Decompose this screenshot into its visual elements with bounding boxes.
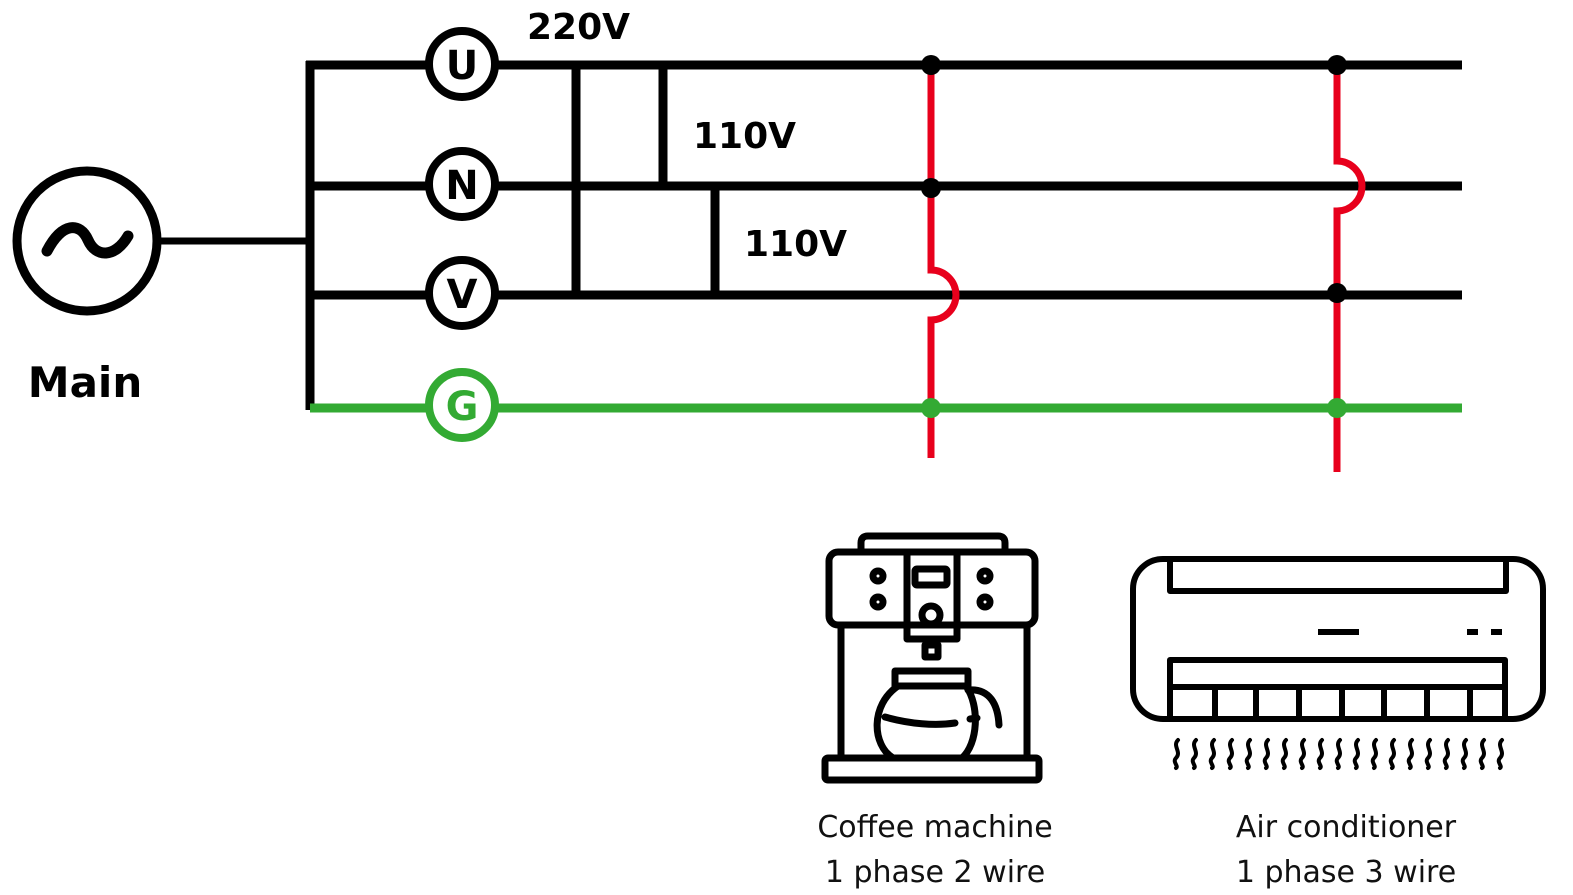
node-g: G bbox=[425, 368, 499, 442]
source-label: Main bbox=[28, 358, 142, 407]
airflow-wave bbox=[1262, 738, 1270, 770]
voltage-label-110v-un: 110V bbox=[693, 116, 796, 157]
airflow-wave bbox=[1406, 738, 1414, 770]
airflow-wave bbox=[1298, 738, 1306, 770]
airflow-wave bbox=[1172, 738, 1180, 770]
airflow-waves-icon bbox=[1172, 738, 1504, 770]
airflow-wave bbox=[1352, 738, 1360, 770]
feeder-air-conditioner bbox=[1327, 55, 1366, 472]
airflow-wave bbox=[1496, 738, 1504, 770]
junction-dot bbox=[1327, 283, 1347, 303]
ac-source: Main bbox=[12, 166, 310, 407]
coffee-machine-spec: 1 phase 2 wire bbox=[825, 855, 1045, 890]
air-conditioner-name: Air conditioner bbox=[1236, 810, 1457, 845]
node-v: V bbox=[425, 256, 499, 330]
airflow-wave bbox=[1208, 738, 1216, 770]
airflow-wave bbox=[1442, 738, 1450, 770]
node-n: N bbox=[425, 147, 499, 221]
node-u: U bbox=[425, 27, 499, 101]
airflow-wave bbox=[1478, 738, 1486, 770]
junction-dot bbox=[1327, 55, 1347, 75]
feeder-coffee-machine bbox=[921, 55, 960, 458]
airflow-wave bbox=[1244, 738, 1252, 770]
airflow-wave bbox=[1424, 738, 1432, 770]
voltage-label-220v: 220V bbox=[527, 7, 630, 48]
junction-dot bbox=[921, 178, 941, 198]
airflow-wave bbox=[1226, 738, 1234, 770]
svg-text:U: U bbox=[446, 43, 478, 89]
airflow-wave bbox=[1388, 738, 1396, 770]
svg-text:N: N bbox=[445, 163, 478, 209]
airflow-wave bbox=[1370, 738, 1378, 770]
voltage-label-110v-nv: 110V bbox=[744, 224, 847, 265]
junction-dot bbox=[921, 55, 941, 75]
coffee-machine-name: Coffee machine bbox=[817, 810, 1052, 845]
svg-text:V: V bbox=[447, 272, 478, 318]
airflow-wave bbox=[1280, 738, 1288, 770]
svg-text:G: G bbox=[446, 384, 479, 430]
junction-dot bbox=[921, 398, 941, 418]
airflow-wave bbox=[1316, 738, 1324, 770]
airflow-wave bbox=[1190, 738, 1198, 770]
air-conditioner-spec: 1 phase 3 wire bbox=[1236, 855, 1456, 890]
junction-dot bbox=[1327, 398, 1347, 418]
coffee-machine-icon bbox=[821, 532, 1043, 784]
air-conditioner-icon bbox=[1130, 556, 1546, 722]
sine-wave-icon bbox=[41, 222, 134, 259]
airflow-wave bbox=[1460, 738, 1468, 770]
airflow-wave bbox=[1334, 738, 1342, 770]
